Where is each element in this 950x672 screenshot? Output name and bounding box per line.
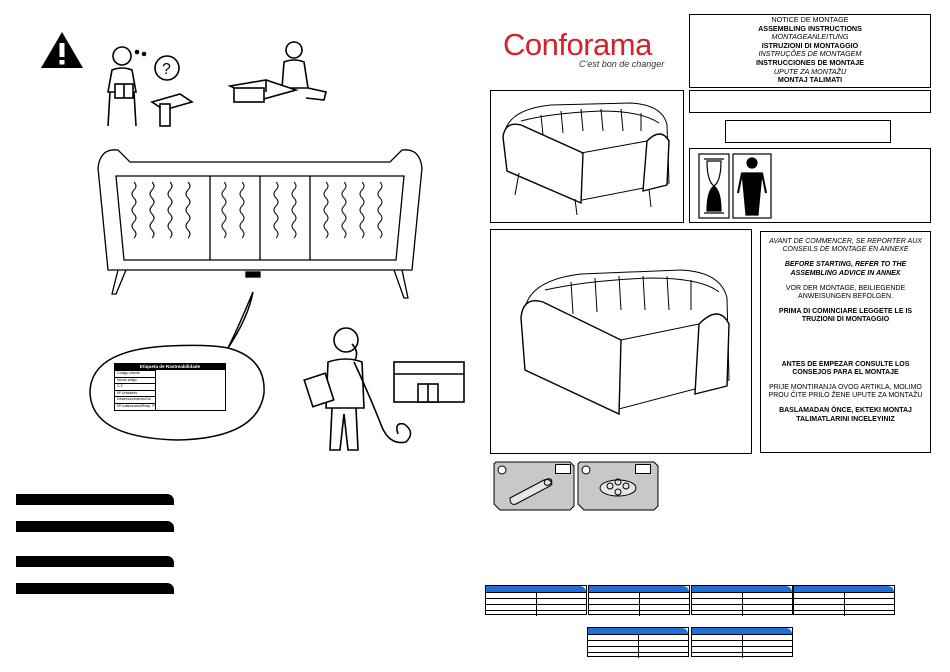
notice-line: MONTAGEANLEITUNG	[771, 32, 849, 42]
notice-line: ASSEMBLING INSTRUCTIONS	[758, 23, 862, 33]
person-calling-illustration	[298, 322, 470, 454]
label-row: Desenvolvimento/Cor	[115, 396, 156, 403]
brand-logo: Conforama C'est bon de changer	[503, 27, 665, 69]
section-tab-4	[16, 583, 174, 594]
label-row: Nº colaborador/Resp. Prod.	[115, 402, 156, 410]
advice-text	[765, 332, 926, 354]
person-icon	[732, 153, 772, 219]
notice-line: ISTRUZIONI DI MONTAGGIO	[761, 40, 859, 50]
assembly-advice-box: AVANT DE COMMENCER, SE REPORTER AUX CONS…	[760, 231, 931, 453]
info-table-3	[691, 585, 793, 616]
svg-text:?: ?	[162, 61, 171, 78]
part-quantity-box-2	[635, 464, 651, 474]
traceability-label-card: Etiqueta de Rastreabilidade Código clien…	[114, 363, 226, 411]
product-image-large-panel	[490, 229, 752, 454]
section-tab-1	[16, 494, 174, 505]
advice-text: PRIJE MONTIRANJA OVOG ARTIKLA, MOLIMO PR…	[768, 384, 923, 400]
label-row: Nome artigo	[115, 376, 156, 384]
product-reference-field	[725, 120, 891, 143]
parts-panel	[490, 460, 660, 512]
product-name-field	[689, 90, 931, 113]
label-row: C.F.	[115, 383, 156, 390]
info-table-2	[588, 585, 690, 616]
traceability-label-title: Etiqueta de Rastreabilidade	[115, 364, 225, 370]
brand-name: Conforama	[503, 27, 652, 62]
notice-line: INSTRUÇÕES DE MONTAGEM	[758, 49, 862, 59]
person-assembling-illustration	[226, 40, 330, 108]
warning-icon	[40, 31, 84, 69]
person-reading-manual-illustration: ?	[92, 44, 202, 130]
part-quantity-box-1	[555, 464, 571, 474]
notice-line: NOTICE DE MONTAGE	[771, 15, 849, 24]
advice-text: PRIMA DI COMINCIARE LEGGETE LE IS TRUZIO…	[778, 308, 913, 324]
notice-line: UPUTE ZA MONTAŽU	[773, 66, 847, 76]
info-table-4	[793, 585, 895, 616]
label-row: Nº Unidades	[115, 389, 156, 397]
info-table-6	[691, 627, 793, 658]
hourglass-icon	[698, 153, 730, 219]
advice-text: BEFORE STARTING, REFER TO THE ASSEMBLING…	[784, 261, 907, 277]
section-tab-2	[16, 521, 174, 532]
section-tab-3	[16, 556, 174, 567]
notice-line: INSTRUCCIONES DE MONTAJE	[755, 57, 865, 67]
notice-line: MONTAJ TALIMATI	[777, 75, 843, 85]
info-table-1	[485, 585, 587, 616]
advice-text: BASLAMADAN ÖNCE, EKTEKI MONTAJ TALIMATLA…	[779, 407, 912, 423]
time-persons-panel	[689, 148, 931, 223]
sofa-frame-back-view	[90, 142, 430, 304]
advice-text: VOR DER MONTAGE, BEILIEGENDE ANWEISUNGEN…	[785, 284, 906, 301]
advice-text: AVANT DE COMMENCER, SE REPORTER AUX CONS…	[769, 238, 922, 254]
label-row: Código cliente	[115, 370, 156, 377]
info-table-5	[587, 627, 689, 658]
advice-text: ANTES DE EMPEZAR CONSULTE LOS CONSEJOS P…	[781, 360, 910, 376]
brand-tagline: C'est bon de changer	[579, 59, 665, 69]
product-image-panel	[490, 90, 684, 223]
